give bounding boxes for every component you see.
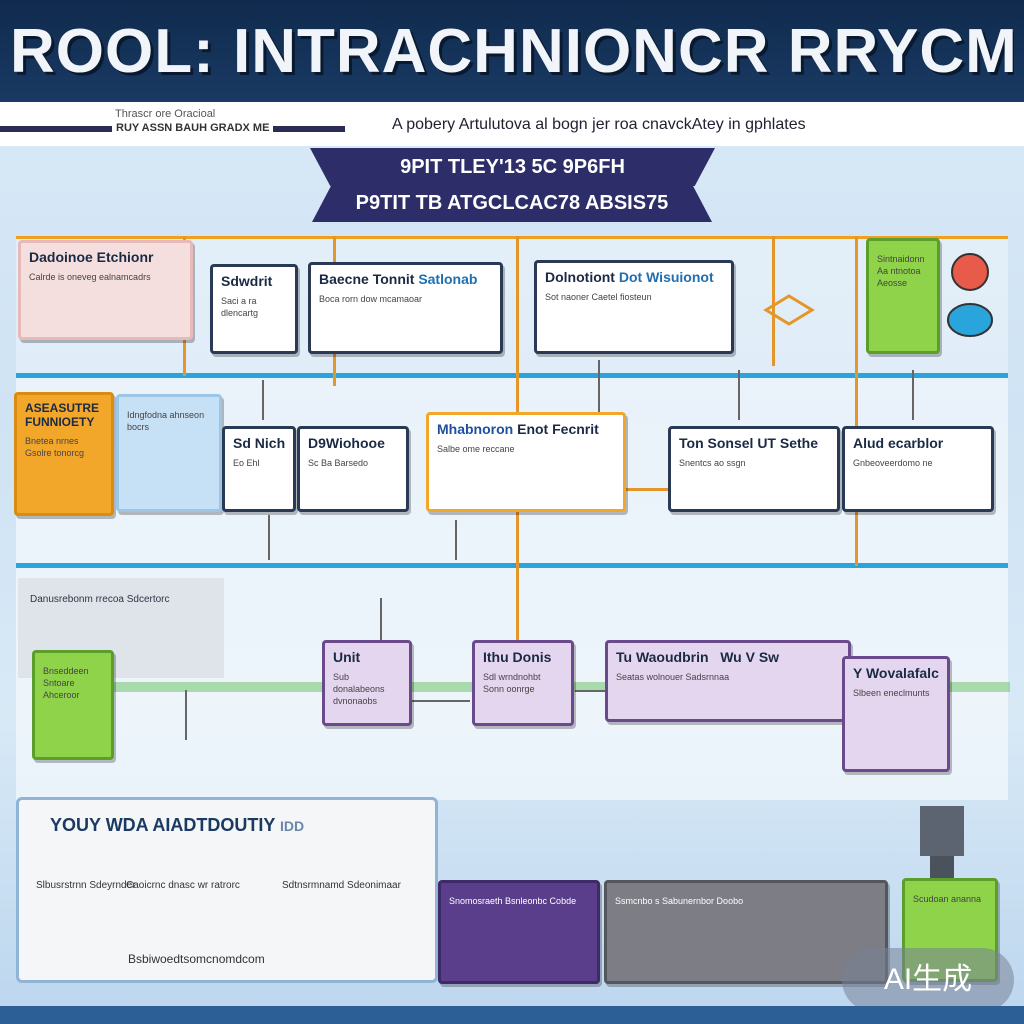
box-heading-part: Dot Wisuionot [618,269,714,285]
box-text: Scudoan ananna [913,894,982,904]
process-box-ithu-donis: Ithu Donis Sdl wrndnohbt Sonn oonrge [472,640,574,726]
connector-line [262,380,264,420]
process-box-sd-nicho: Sd Nicho Eo Ehl [222,426,296,512]
badge-icon [945,250,995,346]
box-heading-part: UT Sethe [757,435,818,451]
connector-line [620,488,680,491]
process-box-purple: Snomosraeth Bsnleonbc Cobde [438,880,600,984]
box-text: Sub donalabeons dvnonaobs [333,672,385,706]
connector-line [738,370,740,420]
summary-col-1: Slbusrstrnn Sdeyrnder [36,880,136,891]
process-box-alud: Alud ecarblor Gnbeoveerdomo ne [842,426,994,512]
box-text: Gnbeoveerdomo ne [853,458,933,468]
connector-line [185,690,187,740]
box-text: Salbe ome reccane [437,444,515,454]
process-box-baecne: Baecne Tonnit Satlonab Boca rorn dow mca… [308,262,503,354]
process-box-green-top: Sintnaidonn Aa ntnotoa Aeosse [866,238,940,354]
subtitle-left-top: Thrascr ore Oracioal [115,108,216,120]
process-box-asease: ASEASUTRE FUNNIOETY Bnetea nrnes Gsolre … [14,392,114,516]
process-box-dolnotiont: Dolnotiont Dot Wisuionot Sot naoner Caet… [534,260,734,354]
box-heading-part: Tu Waoudbrin [616,649,709,665]
tagline: A pobery Artulutova al bogn jer roa cnav… [392,116,806,133]
ribbon-bottom: P9TIT TB ATGCLCAC78 ABSIS75 [312,184,712,222]
header-banner [0,0,1024,102]
box-text: Bnseddeen Sntoare Ahceroor [43,666,89,700]
box-heading: Y Wovalafalce [853,665,939,681]
box-heading: Baecne Tonnit Satlonab [319,271,492,287]
connector-line [455,520,457,560]
process-box-ton-sonsel: Ton Sonsel UT Sethe Snentcs ao ssgn [668,426,840,512]
process-box-d9wiohooe: D9Wiohooe Sc Ba Barsedo [297,426,409,512]
box-text: Seatas wolnouer Sadsrnnaa [616,672,730,682]
summary-col-2: Caoicrnc dnasc wr ratrorc [126,880,240,891]
process-box-tu-waoudbrin: Tu Waoudbrin Wu V Sw Seatas wolnouer Sad… [605,640,851,722]
connector-line [598,360,600,420]
summary-title-suffix: IDD [280,818,305,834]
process-box-mhabnoron: Mhabnoron Enot Fecnrit Salbe ome reccane [426,412,626,512]
connector-line [380,598,382,640]
ai-generated-watermark: AI生成 [842,948,1014,1012]
box-heading: Ithu Donis [483,649,552,665]
connector-line [855,236,858,566]
box-heading: ASEASUTRE FUNNIOETY [25,401,100,429]
summary-col-3: Sdtnsrmnamd Sdeonimaar [282,880,401,891]
box-heading: Alud ecarblor [853,435,944,451]
footer-strip [0,1006,1024,1024]
box-heading: Dolnotiont Dot Wisuionot [545,269,723,285]
box-heading: Unit [333,649,361,665]
box-text: Bnetea nrnes Gsolre tonorcg [25,436,85,458]
box-heading: Tu Waoudbrin Wu V Sw [616,649,840,665]
box-text: Eo Ehl [233,458,260,468]
box-text: Slbeen eneclmunts [853,688,930,698]
summary-panel [16,797,438,983]
process-box-grey: Ssmcnbo s Sabunernbor Doobo [604,880,888,984]
box-heading-part: Ton Sonsel [679,435,754,451]
process-box-green-mid: Bnseddeen Sntoare Ahceroor [32,650,114,760]
box-text: Sot naoner Caetel fiosteun [545,292,652,302]
box-heading: D9Wiohooe [308,435,385,451]
box-heading: Ton Sonsel UT Sethe [679,435,829,451]
gear-icon [910,806,974,882]
box-text: Sdl wrndnohbt Sonn oonrge [483,672,541,694]
diamond-icon [762,292,817,328]
box-text: Idngfodna ahnseon bocrs [127,410,205,432]
connector-line [912,370,914,420]
box-text: Sc Ba Barsedo [308,458,369,468]
box-heading-part: Baecne Tonnit [319,271,415,287]
box-text: Snomosraeth Bsnleonbc Cobde [449,896,577,906]
box-text: Saci a ra dlencartg [221,296,259,318]
process-box-lightblue: Idngfodna ahnseon bocrs [116,394,222,512]
summary-title-text: YOUY WDA AIADTDOUTIY [50,815,276,835]
connector-line [410,700,470,702]
process-box-sdwdrit: Sdwdrit Saci a ra dlencartg [210,264,298,354]
ribbon-top: 9PIT TLEY'13 5C 9P6FH [310,148,715,186]
summary-footer: Bsbiwoedtsomcnomdcom [128,952,265,966]
process-box-wovalafalce: Y Wovalafalce Slbeen eneclmunts [842,656,950,772]
connector-line [268,515,270,560]
box-heading: Mhabnoron Enot Fecnrit [437,421,615,437]
connector-line [772,236,775,366]
box-heading-part: Wu V Sw [720,649,780,665]
page-title: ROOL: INTRACHNIONCR RRYCM [10,17,1014,86]
subtitle-left-bottom: RUY ASSN BAUH GRADX ME [112,122,274,134]
box-heading-part: Dolnotiont [545,269,615,285]
process-box-dadoinoe: Dadoinoe Etchionr Calrde is oneveg ealna… [18,240,193,340]
box-heading: Sdwdrit [221,273,273,289]
box-text: Calrde is oneveg ealnamcadrs [29,272,151,282]
box-heading: Dadoinoe Etchionr [29,249,154,265]
process-box-unit: Unit Sub donalabeons dvnonaobs [322,640,412,726]
box-text: Snentcs ao ssgn [679,458,746,468]
box-heading-part: Enot Fecnrit [517,421,599,437]
summary-title: YOUY WDA AIADTDOUTIY IDD [50,815,304,836]
box-heading-part: Mhabnoron [437,421,514,437]
box-text: Sintnaidonn Aa ntnotoa Aeosse [877,254,925,288]
box-heading: Sd Nicho [233,435,285,451]
connector-line [575,690,607,692]
box-text: Ssmcnbo s Sabunernbor Doobo [615,896,744,906]
panel-text: Danusrebonm rrecoa Sdcertorc [30,594,170,605]
box-text: Boca rorn dow mcamaoar [319,294,423,304]
box-heading-part: Satlonab [418,271,478,287]
